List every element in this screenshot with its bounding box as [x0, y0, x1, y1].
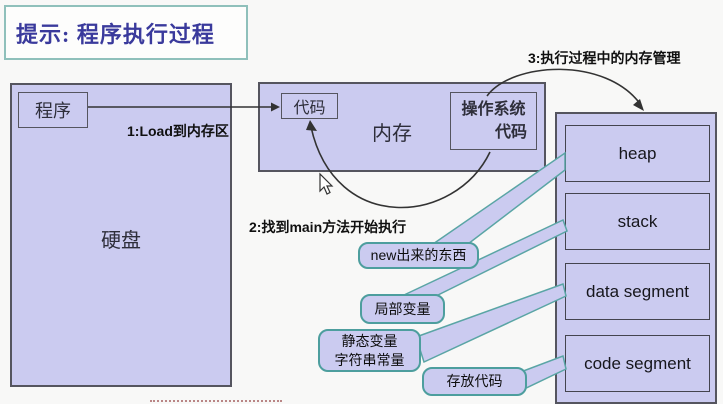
segment-heap: heap [565, 125, 710, 182]
segment-data: data segment [565, 263, 710, 320]
os-code-label-line2: 代码 [494, 124, 527, 141]
memory-label: 内存 [372, 123, 412, 145]
step1-label: 1:Load到内存区 [127, 123, 229, 139]
callout-stack-note: 局部变量 [360, 294, 445, 324]
hard-disk-box [10, 83, 232, 387]
callout-heap-note: new出来的东西 [358, 242, 479, 269]
callout-data-note-line1: 静态变量 [341, 332, 398, 349]
os-code-box: 操作系统 代码 [450, 92, 537, 150]
step3-label: 3:执行过程中的内存管理 [528, 50, 681, 66]
page-title: 提示: 程序执行过程 [16, 21, 215, 47]
title-box: 提示: 程序执行过程 [4, 5, 248, 60]
callout-tails [403, 151, 568, 392]
hard-disk-label: 硬盘 [101, 230, 141, 252]
step2-label: 2:找到main方法开始执行 [249, 219, 407, 235]
os-code-label-line1: 操作系统 [461, 100, 526, 118]
program-box: 程序 [18, 92, 88, 128]
mouse-cursor-icon [319, 172, 334, 195]
callout-data-note-line2: 字符串常量 [334, 351, 405, 368]
callout-data-note: 静态变量 字符串常量 [318, 329, 421, 372]
cutoff-text-fragment [150, 400, 282, 404]
segment-stack: stack [565, 193, 710, 250]
code-box: 代码 [281, 93, 338, 119]
callout-code-note: 存放代码 [422, 367, 527, 396]
segment-code: code segment [565, 335, 710, 392]
